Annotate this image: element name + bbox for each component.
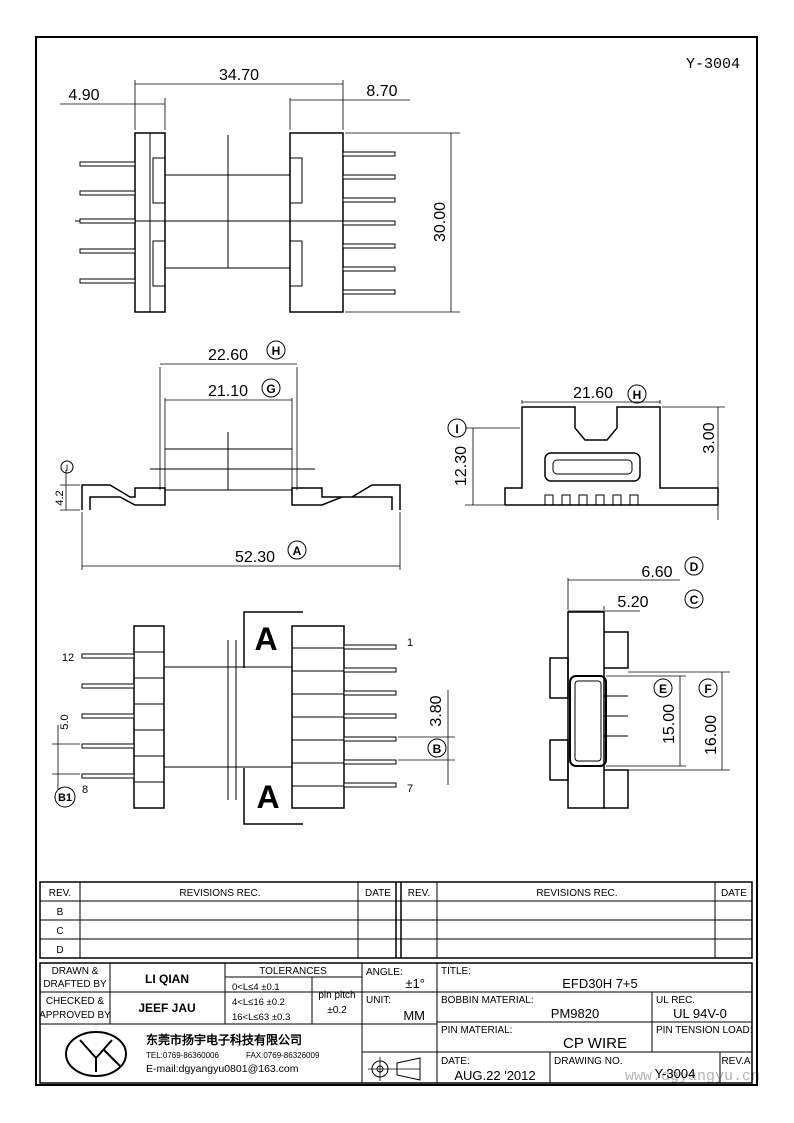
rec-header-right: REVISIONS REC. xyxy=(536,888,617,899)
checked-label-1: CHECKED & xyxy=(46,996,105,1007)
top-left-offset-dim: 4.90 xyxy=(68,87,99,104)
drawing-number-top: Y-3004 xyxy=(686,56,740,73)
ul-label: UL REC. xyxy=(656,995,695,1006)
tolerance-1: 0<L≤4 ±0.1 xyxy=(232,982,280,993)
section-label-d: D xyxy=(690,560,699,574)
rev-label: REV.A xyxy=(721,1056,750,1067)
company-tel: TEL:0769-86360006 xyxy=(146,1051,220,1060)
revisions-table xyxy=(39,881,753,959)
top-right-offset-dim: 8.70 xyxy=(366,83,397,100)
side-view xyxy=(447,384,725,520)
title-value: EFD30H 7+5 xyxy=(562,976,638,991)
date-header-left: DATE xyxy=(365,888,391,899)
front-view xyxy=(60,340,401,570)
front-label-a: A xyxy=(293,544,302,558)
pin-pitch-value: ±0.2 xyxy=(327,1005,347,1016)
date-value: AUG.22 '2012 xyxy=(454,1068,535,1083)
company-email: E-mail:dgyangyu0801@163.com xyxy=(146,1063,299,1075)
drawn-label-2: DRAFTED BY xyxy=(43,979,107,990)
title-block xyxy=(39,962,753,1084)
watermark: www.dgyangyu.cn xyxy=(625,1068,760,1085)
pin-label-1: 1 xyxy=(407,637,413,649)
pin-material-value: CP WIRE xyxy=(563,1035,627,1052)
front-label-h: H xyxy=(272,344,281,358)
drawing-no-value: Y-3004 xyxy=(655,1066,696,1081)
date-header-right: DATE xyxy=(721,888,747,899)
tolerance-2: 4<L≤16 ±0.2 xyxy=(232,997,285,1008)
ul-value: UL 94V-0 xyxy=(673,1006,727,1021)
section-a-top: A xyxy=(254,621,277,657)
section-view xyxy=(549,556,730,809)
pin-label-7: 7 xyxy=(407,783,413,795)
pin-tension-label: PIN TENSION LOAD: xyxy=(656,1025,753,1036)
front-dim-i-small: 4.2 xyxy=(54,490,66,505)
section-label-e: E xyxy=(659,682,667,696)
side-dim-right: 3.00 xyxy=(701,422,718,453)
section-dim-e: 15.00 xyxy=(661,704,678,744)
section-a-bottom: A xyxy=(256,779,279,815)
drawing-no-label: DRAWING NO. xyxy=(554,1056,623,1067)
bobbin-material-label: BOBBIN MATERIAL: xyxy=(441,995,534,1006)
rev-header-right: REV. xyxy=(408,888,430,899)
rev-row-b: B xyxy=(57,907,64,918)
section-dim-d: 6.60 xyxy=(641,564,672,581)
pin-label-8: 8 xyxy=(82,784,88,796)
title-label: TITLE: xyxy=(441,966,471,977)
front-dim-g: 21.10 xyxy=(208,383,248,400)
pin-label-12: 12 xyxy=(62,652,74,664)
top-width-dim: 34.70 xyxy=(219,67,259,84)
front-dim-a: 52.30 xyxy=(235,549,275,566)
top-height-dim: 30.00 xyxy=(432,202,449,242)
checked-label-2: APPROVED BY xyxy=(39,1010,111,1021)
bottom-dim-b1: 5.0 xyxy=(59,714,71,729)
date-label: DATE: xyxy=(441,1056,470,1067)
pin-pitch-label: pin pitch xyxy=(318,990,355,1001)
front-label-i: I xyxy=(66,463,69,473)
side-dim-i: 12.30 xyxy=(453,446,470,486)
rev-header-left: REV. xyxy=(49,888,71,899)
front-label-g: G xyxy=(266,382,275,396)
side-label-h: H xyxy=(633,388,642,402)
drawing-border xyxy=(35,36,758,1086)
section-label-f: F xyxy=(704,682,711,696)
unit-value: MM xyxy=(403,1008,425,1023)
rev-row-d: D xyxy=(56,945,63,956)
section-dim-f: 16.00 xyxy=(703,715,720,755)
bottom-dim-b: 3.80 xyxy=(428,695,445,726)
drawn-label-1: DRAWN & xyxy=(52,966,99,977)
bottom-view xyxy=(52,611,455,825)
side-label-i: I xyxy=(455,422,458,436)
side-dim-h: 21.60 xyxy=(573,385,613,402)
angle-label: ANGLE: xyxy=(366,967,403,978)
bottom-label-b: B xyxy=(433,742,442,756)
company-fax: FAX:0769-86326009 xyxy=(246,1051,320,1060)
unit-label: UNIT: xyxy=(366,995,391,1006)
bottom-label-b1: B1 xyxy=(58,792,72,804)
tolerance-3: 16<L≤63 ±0.3 xyxy=(232,1012,290,1023)
top-view xyxy=(60,80,460,313)
pin-material-label: PIN MATERIAL: xyxy=(441,1025,513,1036)
section-label-c: C xyxy=(690,593,699,607)
section-dim-c: 5.20 xyxy=(617,594,648,611)
bobbin-material-value: PM9820 xyxy=(551,1006,599,1021)
front-dim-h: 22.60 xyxy=(208,347,248,364)
rec-header-left: REVISIONS REC. xyxy=(179,888,260,899)
company-name: 东莞市扬宇电子科技有限公司 xyxy=(146,1032,302,1047)
rev-row-c: C xyxy=(56,926,63,937)
drawn-name: LI QIAN xyxy=(145,972,189,986)
angle-value: ±1° xyxy=(405,976,425,991)
checked-name: JEEF JAU xyxy=(138,1001,195,1015)
tolerances-header: TOLERANCES xyxy=(259,966,327,977)
